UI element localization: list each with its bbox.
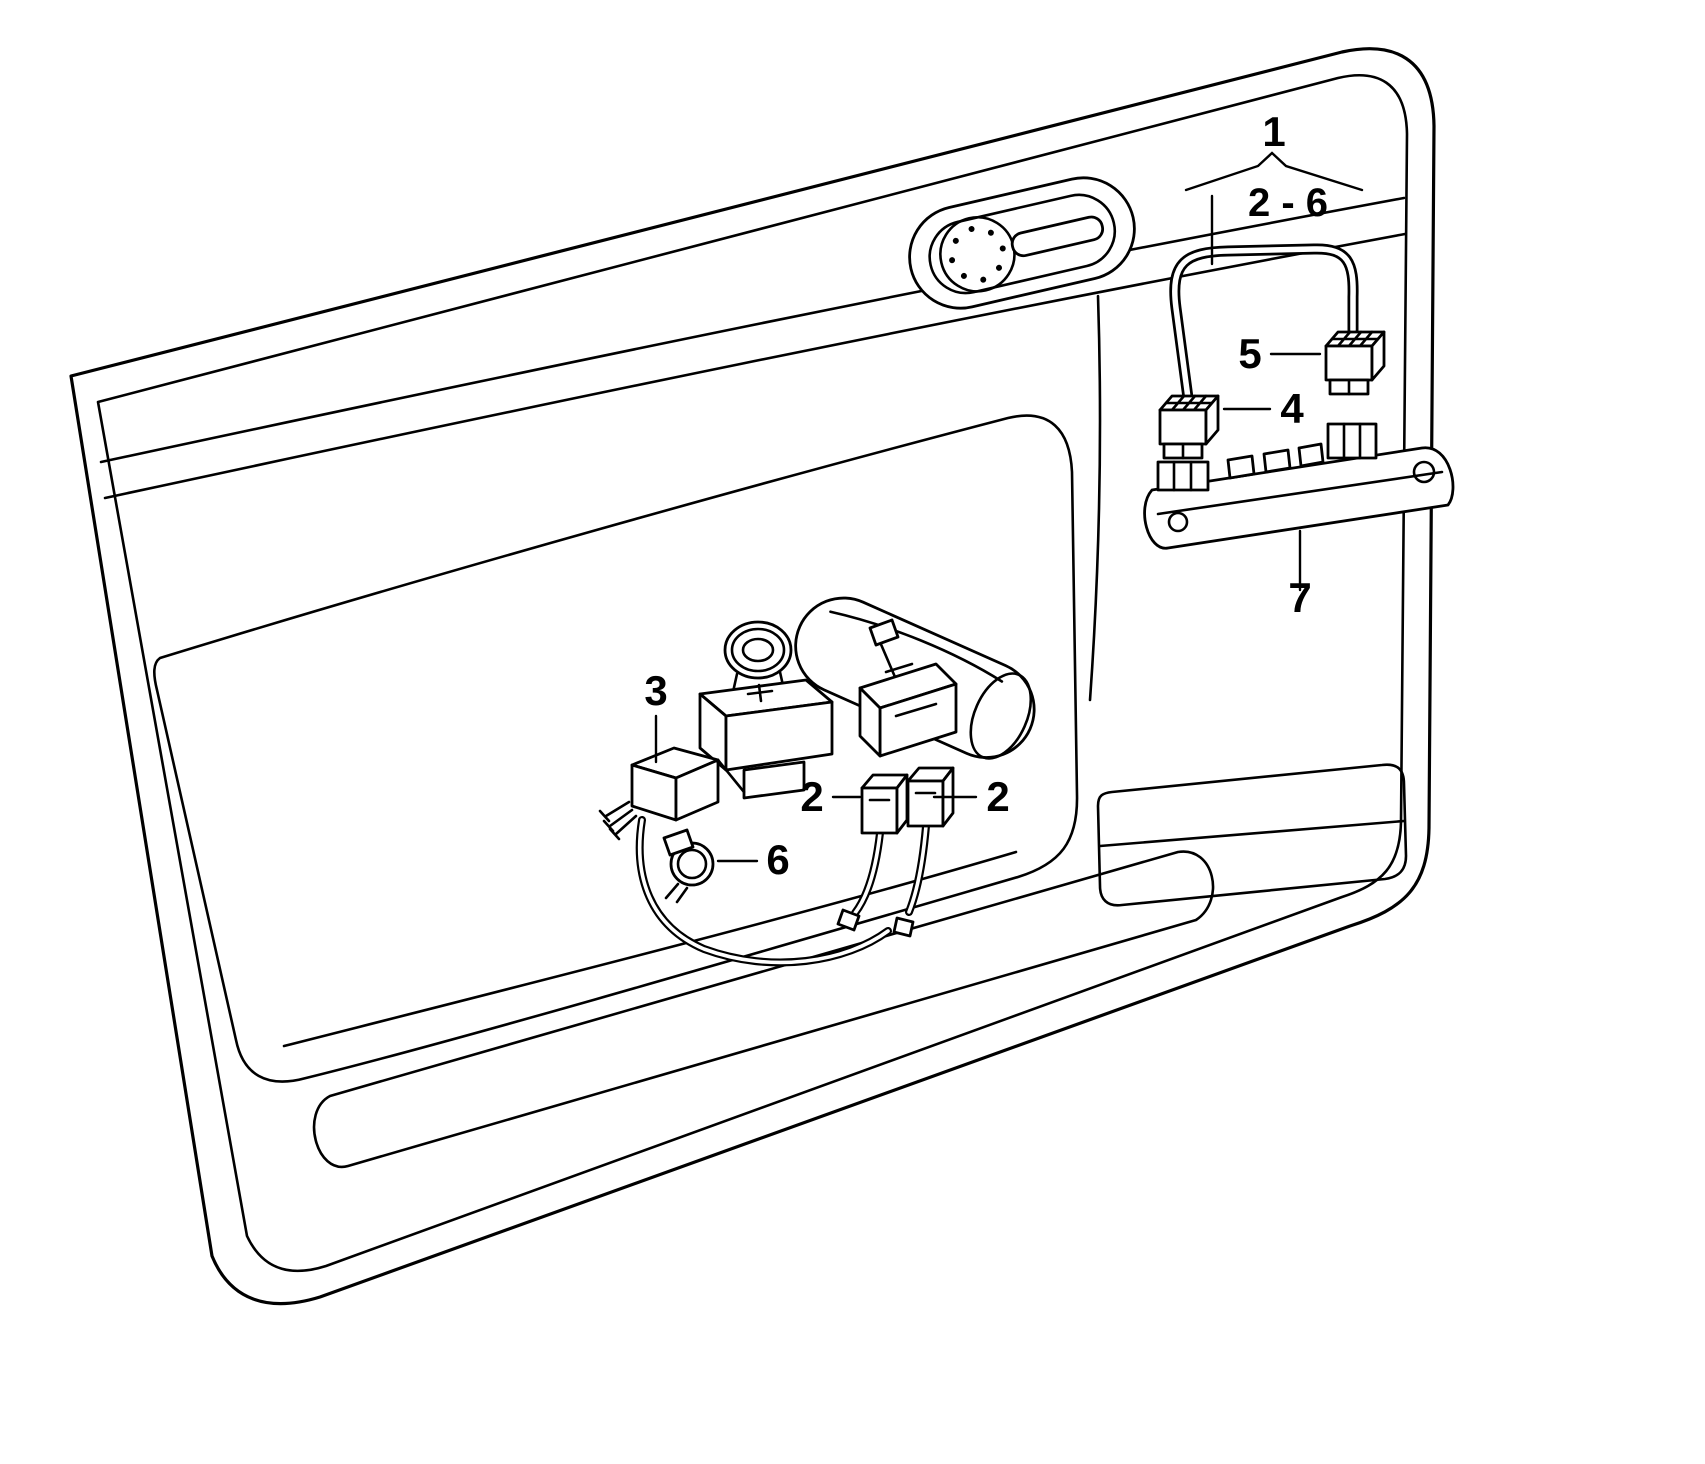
- connectors-part-2: [836, 766, 955, 938]
- wire-terminal-left: [836, 908, 861, 932]
- callout-1-brace: [1184, 151, 1364, 192]
- lever-tip: [868, 618, 900, 647]
- lever-switch: [858, 618, 958, 758]
- mounting-rail: [1143, 422, 1455, 550]
- callout-5: 5: [1238, 330, 1261, 377]
- connector-part-5: [1324, 330, 1386, 396]
- rotary-knob-inner: [741, 637, 775, 663]
- connector-part-4: [1158, 394, 1220, 460]
- window-switch-assembly: [698, 620, 834, 800]
- door-handle-bezel: [908, 176, 1136, 310]
- clamp-buckle: [662, 828, 695, 857]
- armrest-ridge: [829, 610, 1004, 683]
- wire-terminal-right: [892, 916, 915, 938]
- armrest-end-cap: [969, 672, 1033, 760]
- callout-7: 7: [1288, 574, 1311, 621]
- connector5-side: [1370, 330, 1386, 382]
- door-inner-lip: [96, 74, 1409, 1273]
- rail-socket-right: [1326, 422, 1378, 460]
- lever-seat-lines: [884, 662, 938, 718]
- lower-trim-strip: [312, 850, 1215, 1169]
- unit-link-line: [716, 758, 746, 794]
- connector4-side: [1204, 394, 1220, 446]
- callout-2-left: 2: [800, 773, 823, 820]
- switch-box-tab: [742, 760, 806, 800]
- unit-wires: [604, 800, 638, 836]
- harness-wire-loop: [1169, 243, 1359, 404]
- rail-socket-left: [1156, 460, 1210, 492]
- door-outer-edge: [69, 47, 1436, 1306]
- connector4-body: [1158, 408, 1208, 446]
- switch-plus-mark: [746, 683, 774, 703]
- rotary-knob-outer: [723, 620, 793, 680]
- map-pocket-lip: [1098, 819, 1406, 848]
- callout-2-6: 2 - 6: [1248, 181, 1328, 225]
- rail-tab-2: [1262, 448, 1292, 474]
- callout-2-right: 2: [986, 773, 1009, 820]
- clamp-tail: [664, 882, 689, 904]
- panel-vertical-seam: [1088, 294, 1102, 702]
- bezel-inner: [928, 193, 1117, 295]
- sill-line-upper: [99, 196, 1406, 464]
- rotary-knob-mid: [730, 627, 786, 673]
- rail-hole-right: [1412, 460, 1436, 484]
- connector4-pins: [1164, 394, 1214, 412]
- control-unit-part-3: [598, 746, 746, 841]
- callout-6: 6: [766, 836, 789, 883]
- connector2-left-wire: [851, 829, 884, 917]
- callouts: 1 2 - 6 5 4 7 3 2 2 6: [644, 108, 1364, 883]
- rail-tab-1: [1226, 454, 1256, 480]
- rail-socket-left-slots: [1172, 460, 1193, 492]
- rail-socket-right-slots: [1342, 422, 1362, 460]
- unit-side: [674, 758, 720, 822]
- connector2-left-body: [860, 786, 899, 835]
- callout-3: 3: [644, 667, 667, 714]
- inset-inner-contour: [282, 850, 1018, 1048]
- unit-wire-terminals: [598, 809, 621, 841]
- handle-grip-bar: [1010, 215, 1105, 258]
- lever-body-left: [858, 686, 882, 758]
- lower-harness-loop: [635, 816, 892, 967]
- clamp-part-6: [662, 828, 715, 904]
- rail-tab-3: [1297, 442, 1325, 468]
- connector2-right-body: [906, 779, 945, 828]
- connector5-pins: [1330, 330, 1380, 348]
- callout-1: 1: [1262, 108, 1285, 155]
- clamp-band-inner: [676, 848, 708, 880]
- rail-crease: [1156, 470, 1444, 516]
- screw-holes: [949, 225, 1006, 283]
- door-panel-outline: [69, 47, 1436, 1306]
- inset-panel-contour: [153, 414, 1079, 1083]
- sill-line-lower: [103, 232, 1407, 500]
- rail-hole-left: [1167, 511, 1189, 533]
- connector5-body: [1324, 344, 1374, 382]
- switch-box-front: [724, 700, 834, 772]
- callout-4: 4: [1280, 385, 1304, 432]
- rail-body: [1143, 446, 1455, 550]
- map-pocket: [1096, 763, 1408, 907]
